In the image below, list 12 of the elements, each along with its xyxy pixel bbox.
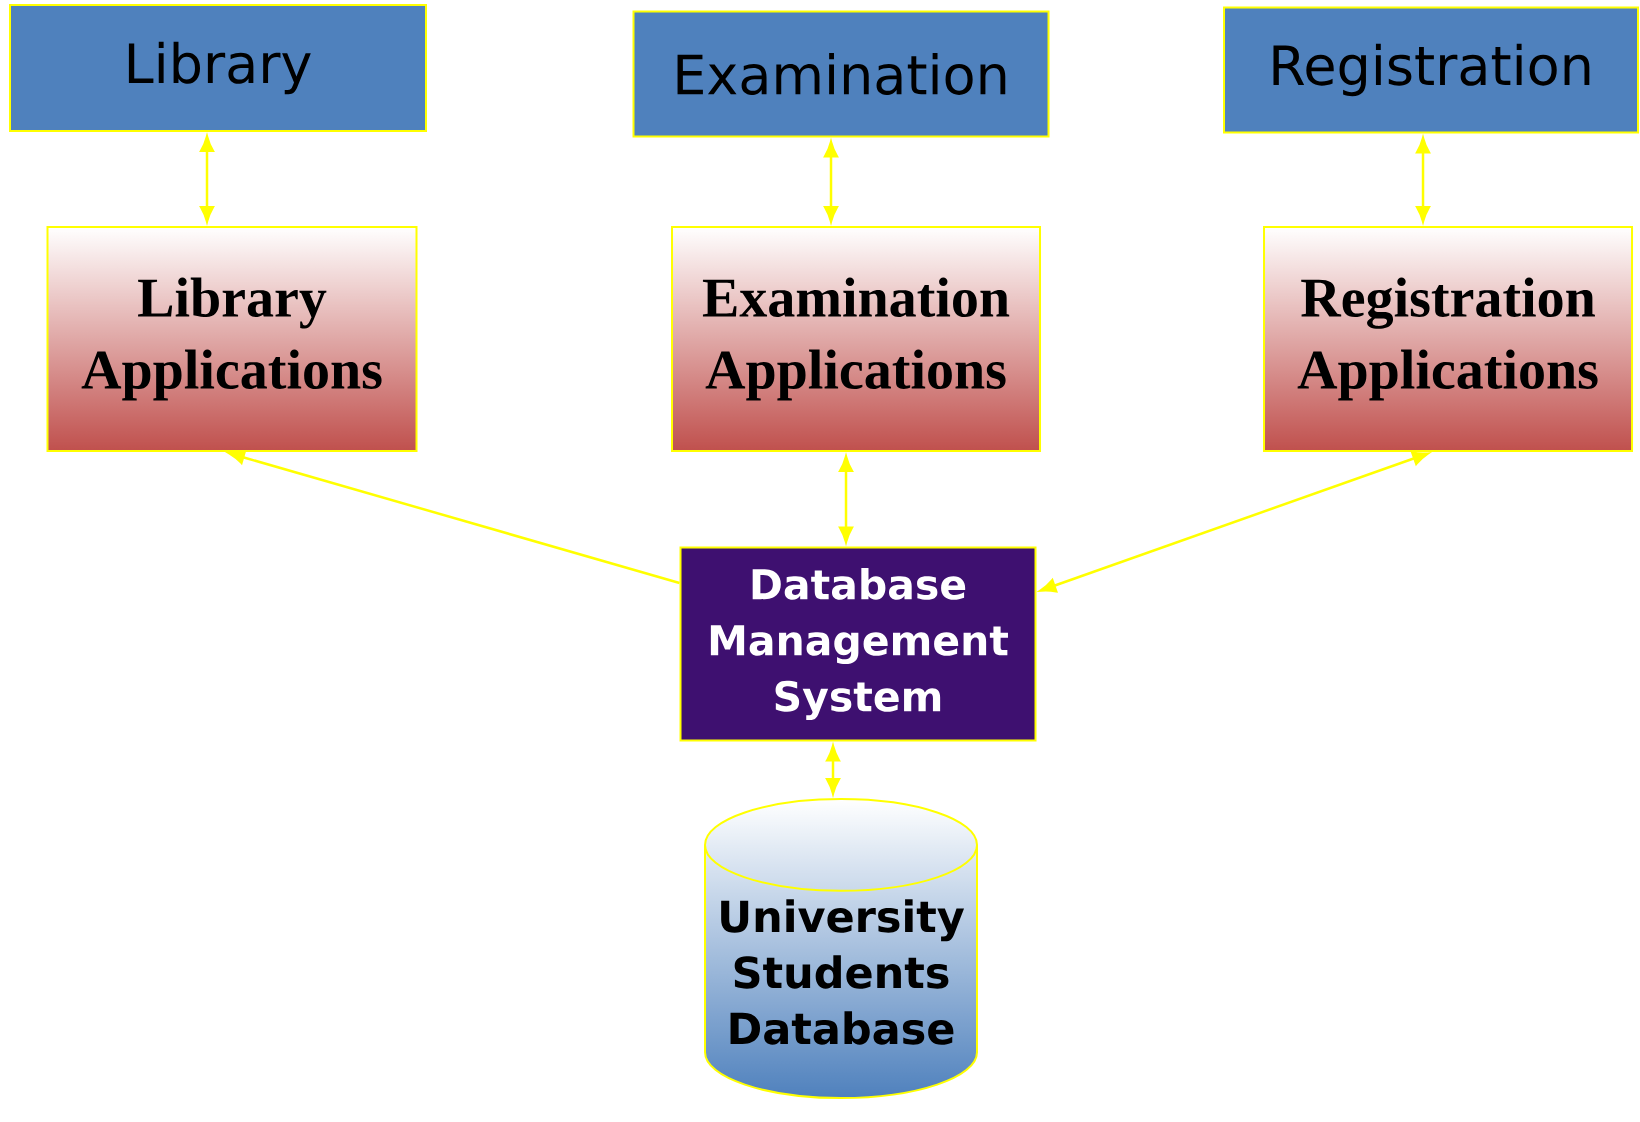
application-box: Examination Applications (671, 226, 1041, 452)
arrow (228, 450, 680, 585)
top-box: Examination (632, 10, 1050, 138)
process-box: Database Management System (679, 546, 1037, 742)
top-box: Library (9, 4, 427, 132)
arrow (1039, 451, 1429, 593)
arrow (839, 455, 853, 543)
database-cylinder: University Students Database (704, 798, 978, 1100)
application-box: Registration Applications (1263, 226, 1633, 452)
application-box: Library Applications (46, 226, 418, 452)
top-box: Registration (1223, 6, 1639, 134)
arrow (200, 135, 214, 223)
